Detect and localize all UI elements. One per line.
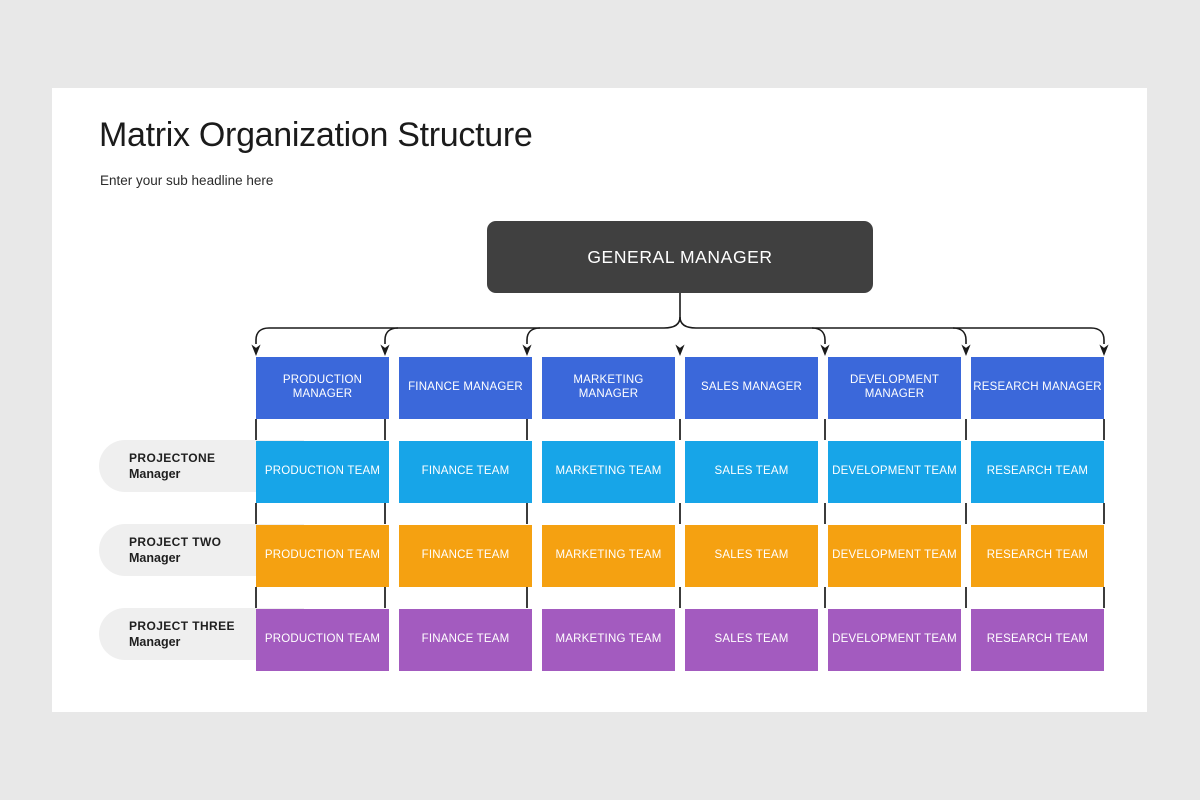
- node-sales-manager[interactable]: SALES MANAGER: [685, 357, 818, 419]
- node-project-one-production-team[interactable]: PRODUCTION TEAM: [256, 441, 389, 503]
- node-marketing-manager[interactable]: MARKETING MANAGER: [542, 357, 675, 419]
- node-finance-manager[interactable]: FINANCE MANAGER: [399, 357, 532, 419]
- row-label-title: PROJECT TWO: [129, 535, 222, 549]
- node-project-three-marketing-team[interactable]: MARKETING TEAM: [542, 609, 675, 671]
- row-label-title: PROJECTONE: [129, 451, 216, 465]
- node-project-one-finance-team[interactable]: FINANCE TEAM: [399, 441, 532, 503]
- node-project-two-marketing-team[interactable]: MARKETING TEAM: [542, 525, 675, 587]
- node-production-manager[interactable]: PRODUCTION MANAGER: [256, 357, 389, 419]
- node-development-manager[interactable]: DEVELOPMENT MANAGER: [828, 357, 961, 419]
- page-subtitle: Enter your sub headline here: [100, 173, 274, 188]
- org-chart: GENERAL MANAGER PROJECTONE Manager PROJE…: [52, 88, 1147, 712]
- node-project-one-sales-team[interactable]: SALES TEAM: [685, 441, 818, 503]
- node-project-three-production-team[interactable]: PRODUCTION TEAM: [256, 609, 389, 671]
- row-label-subtitle: Manager: [129, 635, 181, 649]
- slide-canvas: Matrix Organization Structure Enter your…: [52, 88, 1147, 712]
- node-project-three-sales-team[interactable]: SALES TEAM: [685, 609, 818, 671]
- node-project-three-finance-team[interactable]: FINANCE TEAM: [399, 609, 532, 671]
- node-project-two-sales-team[interactable]: SALES TEAM: [685, 525, 818, 587]
- node-project-two-development-team[interactable]: DEVELOPMENT TEAM: [828, 525, 961, 587]
- node-project-one-development-team[interactable]: DEVELOPMENT TEAM: [828, 441, 961, 503]
- node-project-three-research-team[interactable]: RESEARCH TEAM: [971, 609, 1104, 671]
- node-general-manager[interactable]: GENERAL MANAGER: [487, 221, 873, 293]
- node-research-manager[interactable]: RESEARCH MANAGER: [971, 357, 1104, 419]
- node-project-two-research-team[interactable]: RESEARCH TEAM: [971, 525, 1104, 587]
- node-project-two-finance-team[interactable]: FINANCE TEAM: [399, 525, 532, 587]
- node-project-one-research-team[interactable]: RESEARCH TEAM: [971, 441, 1104, 503]
- row-label-title: PROJECT THREE: [129, 619, 235, 633]
- row-label-subtitle: Manager: [129, 467, 181, 481]
- page-title: Matrix Organization Structure: [99, 116, 533, 154]
- row-label-subtitle: Manager: [129, 551, 181, 565]
- node-project-one-marketing-team[interactable]: MARKETING TEAM: [542, 441, 675, 503]
- arrowheads: [251, 344, 1109, 356]
- node-project-three-development-team[interactable]: DEVELOPMENT TEAM: [828, 609, 961, 671]
- node-project-two-production-team[interactable]: PRODUCTION TEAM: [256, 525, 389, 587]
